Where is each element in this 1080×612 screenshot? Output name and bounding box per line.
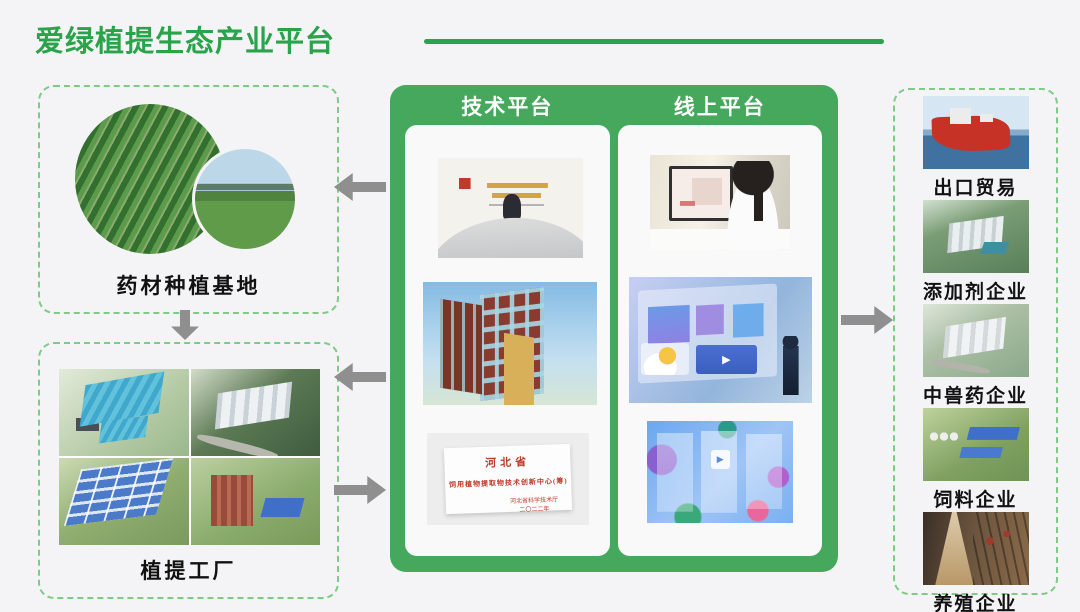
platform-box: 技术平台 河北省 饲用植物提取物技术创新中心(筹) 河北省科学技术厅 二〇二二年 — [390, 85, 838, 572]
plaque-issue-year: 二〇二二年 — [519, 506, 550, 514]
dashboard-screens-photo — [628, 277, 812, 403]
title-underline — [424, 39, 884, 44]
factory-photo-cell — [59, 458, 189, 545]
additive-label: 添加剂企业 — [922, 282, 1028, 303]
extraction-factory-box: 植提工厂 — [38, 342, 339, 599]
plaque-issuer: 河北省科学技术厅 二〇二二年 — [510, 496, 559, 516]
additive-factory-photo — [922, 200, 1029, 273]
online-platform-header: 线上平台 — [673, 96, 766, 119]
plaque-card: 河北省 饲用植物提取物技术创新中心(筹) 河北省科学技术厅 二〇二二年 — [443, 443, 573, 516]
arrow-right-icon — [334, 476, 386, 504]
downstream-enterprises-box: 出口贸易 添加剂企业 中兽药企业 饲料企业 养殖企业 — [893, 88, 1058, 612]
factory-photo-cell — [190, 369, 320, 456]
extraction-factory-label: 植提工厂 — [140, 559, 237, 583]
online-platform-panel — [617, 125, 822, 556]
page-title: 爱绿植提生态产业平台 — [35, 26, 336, 58]
weather-widget-shape — [641, 342, 689, 376]
list-item-export-trade: 出口贸易 — [922, 96, 1029, 200]
woman-at-computer-photo — [649, 155, 790, 250]
arrow-left-icon — [334, 363, 386, 391]
factory-photo-cell — [190, 458, 320, 545]
research-center-reception-photo — [438, 158, 583, 258]
feed-label: 饲料企业 — [933, 490, 1018, 511]
white-factory-photo — [190, 369, 320, 456]
factory-photo-cell — [59, 369, 189, 456]
arrow-right-icon — [841, 306, 893, 334]
feed-factory-photo — [922, 408, 1029, 481]
cargo-ship-photo — [922, 96, 1029, 169]
tech-platform-column: 技术平台 河北省 饲用植物提取物技术创新中心(筹) 河北省科学技术厅 二〇二二年 — [405, 91, 610, 556]
list-item-additive: 添加剂企业 — [922, 200, 1029, 304]
mobile-app-mockup-photo — [646, 421, 793, 523]
veterinary-factory-photo — [922, 304, 1029, 377]
tech-platform-panel: 河北省 饲用植物提取物技术创新中心(筹) 河北省科学技术厅 二〇二二年 — [405, 125, 610, 556]
tech-platform-header: 技术平台 — [461, 96, 554, 119]
planting-base-label: 药材种植基地 — [116, 274, 261, 298]
arrow-left-icon — [334, 173, 386, 201]
online-platform-column: 线上平台 — [617, 91, 822, 556]
veterinary-label: 中兽药企业 — [922, 386, 1028, 407]
man-silhouette-shape — [778, 336, 803, 400]
arrow-down-icon — [171, 310, 199, 340]
plaque-center-name: 饲用植物提取物技术创新中心(筹) — [448, 476, 568, 489]
warehouse-rows-photo — [59, 458, 189, 545]
herb-field-photo — [192, 146, 298, 252]
poultry-farm-photo — [922, 512, 1029, 585]
list-item-breeding: 养殖企业 — [922, 512, 1029, 612]
factory-photo-grid — [59, 369, 320, 545]
blue-roof-factory-photo — [59, 369, 189, 456]
export-trade-label: 出口贸易 — [933, 178, 1018, 199]
red-tower-factory-photo — [190, 458, 320, 545]
plaque-province: 河北省 — [484, 456, 531, 470]
innovation-center-plaque-photo: 河北省 饲用植物提取物技术创新中心(筹) 河北省科学技术厅 二〇二二年 — [427, 433, 589, 525]
red-brick-building-photo — [423, 282, 597, 405]
planting-base-box: 药材种植基地 — [38, 85, 339, 314]
breeding-label: 养殖企业 — [933, 594, 1018, 612]
list-item-feed: 饲料企业 — [922, 408, 1029, 512]
list-item-veterinary: 中兽药企业 — [922, 304, 1029, 408]
